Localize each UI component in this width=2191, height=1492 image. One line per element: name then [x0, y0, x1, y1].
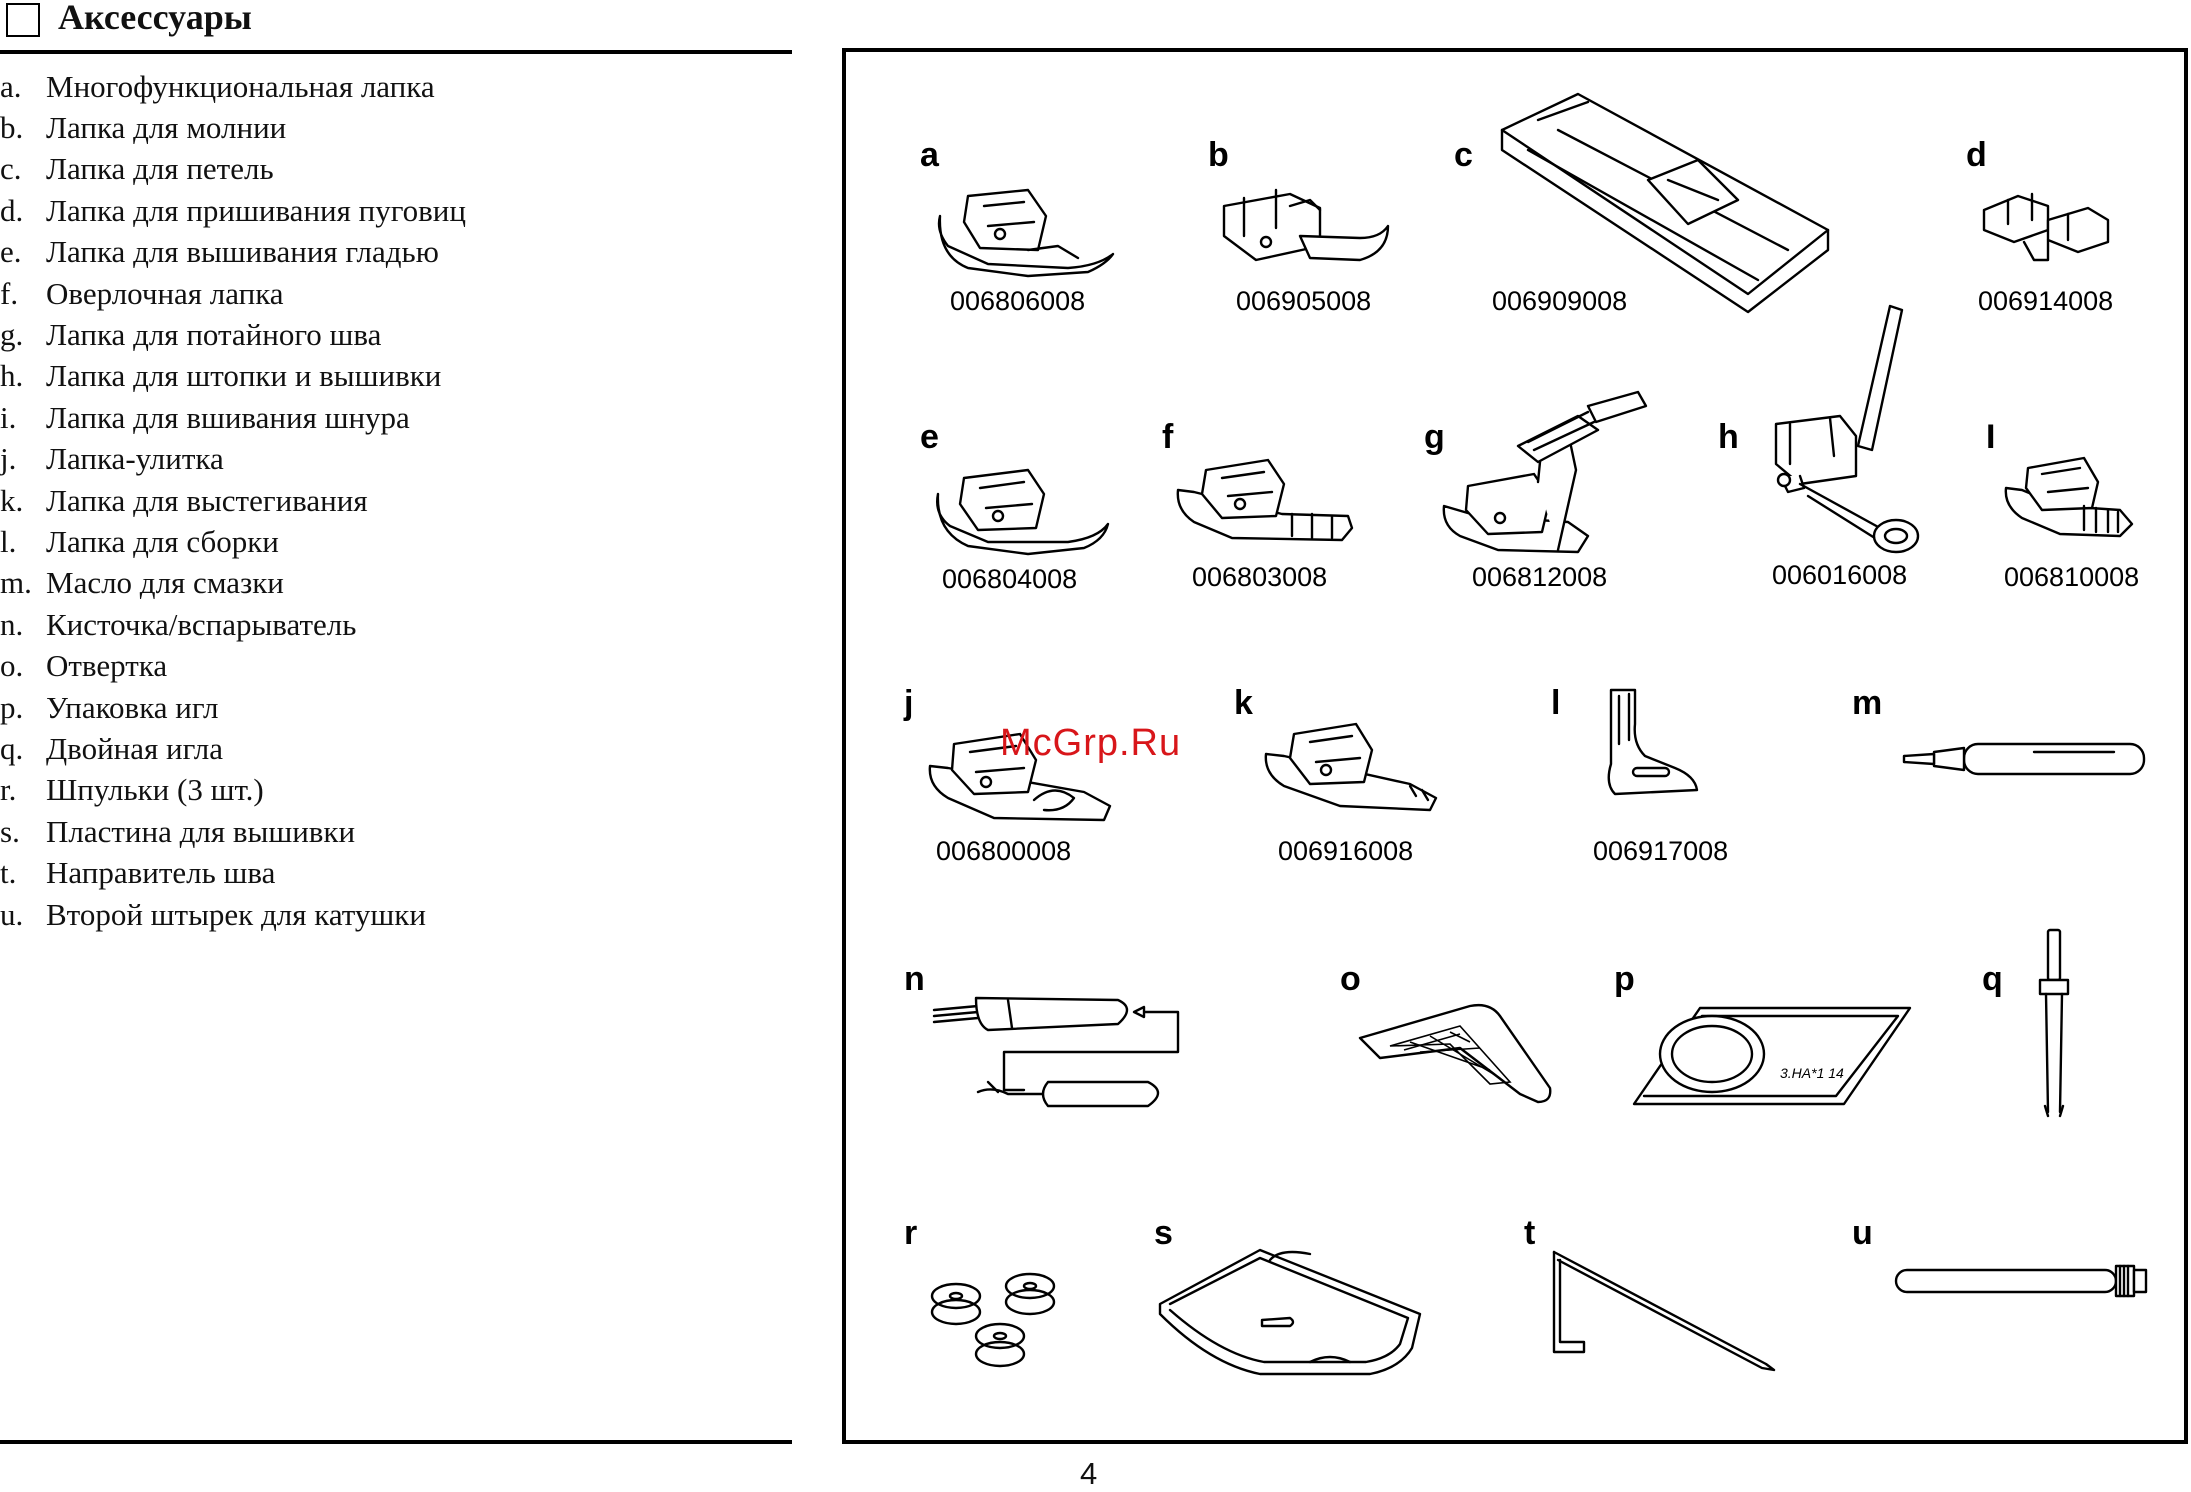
- list-item: d.Лапка для пришивания пуговиц: [0, 192, 466, 228]
- overcast-foot-icon: [1176, 458, 1354, 542]
- figure-item-t: t: [1520, 1214, 1780, 1414]
- cording-foot-icon: [2004, 456, 2134, 538]
- figure-item-i: I 006810008: [1986, 418, 2140, 592]
- brush-seam-ripper-icon: [932, 996, 1180, 1108]
- blind-hem-foot-icon: [1442, 390, 1648, 554]
- section-title: Аксессуары: [58, 0, 252, 37]
- figure-item-l: l 006917008: [1551, 684, 1729, 866]
- screwdriver-icon: [1358, 1003, 1552, 1104]
- list-item: i.Лапка для вшивания шнура: [0, 399, 410, 435]
- figure-item-d: d 006914008: [1960, 136, 2160, 336]
- zipper-foot-icon: [1222, 188, 1390, 262]
- list-item: n.Кисточка/вспарыватель: [0, 606, 357, 642]
- list-item: f.Оверлочная лапка: [0, 275, 284, 311]
- figure-item-s: s: [1150, 1214, 1450, 1414]
- section-header: Аксессуары: [0, 0, 792, 54]
- darning-foot-icon: [1774, 304, 1920, 554]
- figure-item-p: p 3.HA*1 14: [1600, 960, 1920, 1140]
- figure-item-b: b 006905008: [1200, 136, 1430, 336]
- list-item: l.Лапка для сборки: [0, 523, 279, 559]
- list-item: t.Направитель шва: [0, 855, 276, 891]
- figure-item-m: m: [1848, 684, 2168, 884]
- list-item: h.Лапка для штопки и вышивки: [0, 358, 442, 394]
- oil-bottle-icon: [1902, 742, 2146, 776]
- figure-item-n: n: [900, 960, 1280, 1140]
- list-item: o.Отвертка: [0, 648, 168, 684]
- hemmer-foot-icon: [928, 732, 1112, 822]
- figure-item-u: u: [1848, 1214, 2168, 1414]
- accessories-figure: [842, 48, 2188, 1444]
- list-item: e.Лапка для вышивания гладью: [0, 234, 439, 270]
- list-item: c.Лапка для петель: [0, 151, 274, 187]
- button-sewing-foot-icon: [1982, 192, 2110, 262]
- list-item: r.Шпульки (3 шт.): [0, 772, 264, 808]
- accessory-list: a.Многофункциональная лапка b.Лапка для …: [0, 66, 792, 935]
- presser-foot-icon: [937, 188, 1115, 278]
- quilting-foot-icon: [1264, 722, 1438, 812]
- figure-item-q: q: [1960, 928, 2160, 1140]
- figure-item-f: f 006803008: [1160, 418, 1390, 608]
- list-item: u.Второй штырек для катушки: [0, 896, 426, 932]
- page-number: 4: [1080, 1456, 1098, 1491]
- figure-item-g: g 006812008: [1420, 370, 1670, 610]
- needle-pack-label: 3.HA*1 14: [1780, 1065, 1844, 1081]
- list-item: q.Двойная игла: [0, 730, 223, 766]
- list-item: p.Упаковка игл: [0, 689, 219, 725]
- gathering-foot-icon: [1607, 688, 1699, 796]
- list-item: m.Масло для смазки: [0, 565, 284, 601]
- figure-item-h: h 006016008: [1710, 300, 1940, 610]
- bottom-divider: [0, 1440, 792, 1444]
- bobbins-icon: [930, 1272, 1056, 1368]
- list-item: s.Пластина для вышивки: [0, 813, 356, 849]
- seam-guide-icon: [1552, 1250, 1776, 1372]
- twin-needle-icon: [2038, 928, 2070, 1118]
- list-item: b.Лапка для молнии: [0, 110, 287, 146]
- needle-pack-icon: 3.HA*1 14: [1632, 1006, 1912, 1106]
- watermark: McGrp.Ru: [1000, 722, 1182, 764]
- embroidery-plate-icon: [1158, 1248, 1422, 1376]
- list-item: k.Лапка для выстегивания: [0, 482, 368, 518]
- spool-pin-icon: [1894, 1264, 2148, 1298]
- section-checkbox[interactable]: [6, 3, 40, 37]
- figure-item-k: k 006916008: [1230, 684, 1480, 884]
- satin-stitch-foot-icon: [936, 468, 1110, 556]
- figure-item-a: a 006806008: [918, 136, 1148, 336]
- figure-item-r: r: [900, 1214, 1120, 1414]
- list-item: a.Многофункциональная лапка: [0, 68, 435, 104]
- figure-item-e: e 006804008: [918, 418, 1148, 608]
- list-item: j.Лапка-улитка: [0, 441, 224, 477]
- buttonhole-foot-icon: [1500, 92, 1830, 314]
- figure-item-o: o: [1330, 960, 1570, 1140]
- list-item: g.Лапка для потайного шва: [0, 317, 382, 353]
- figure-item-c: c 006909008: [1450, 90, 1850, 336]
- figure-item-j: j 006800008: [900, 684, 1150, 884]
